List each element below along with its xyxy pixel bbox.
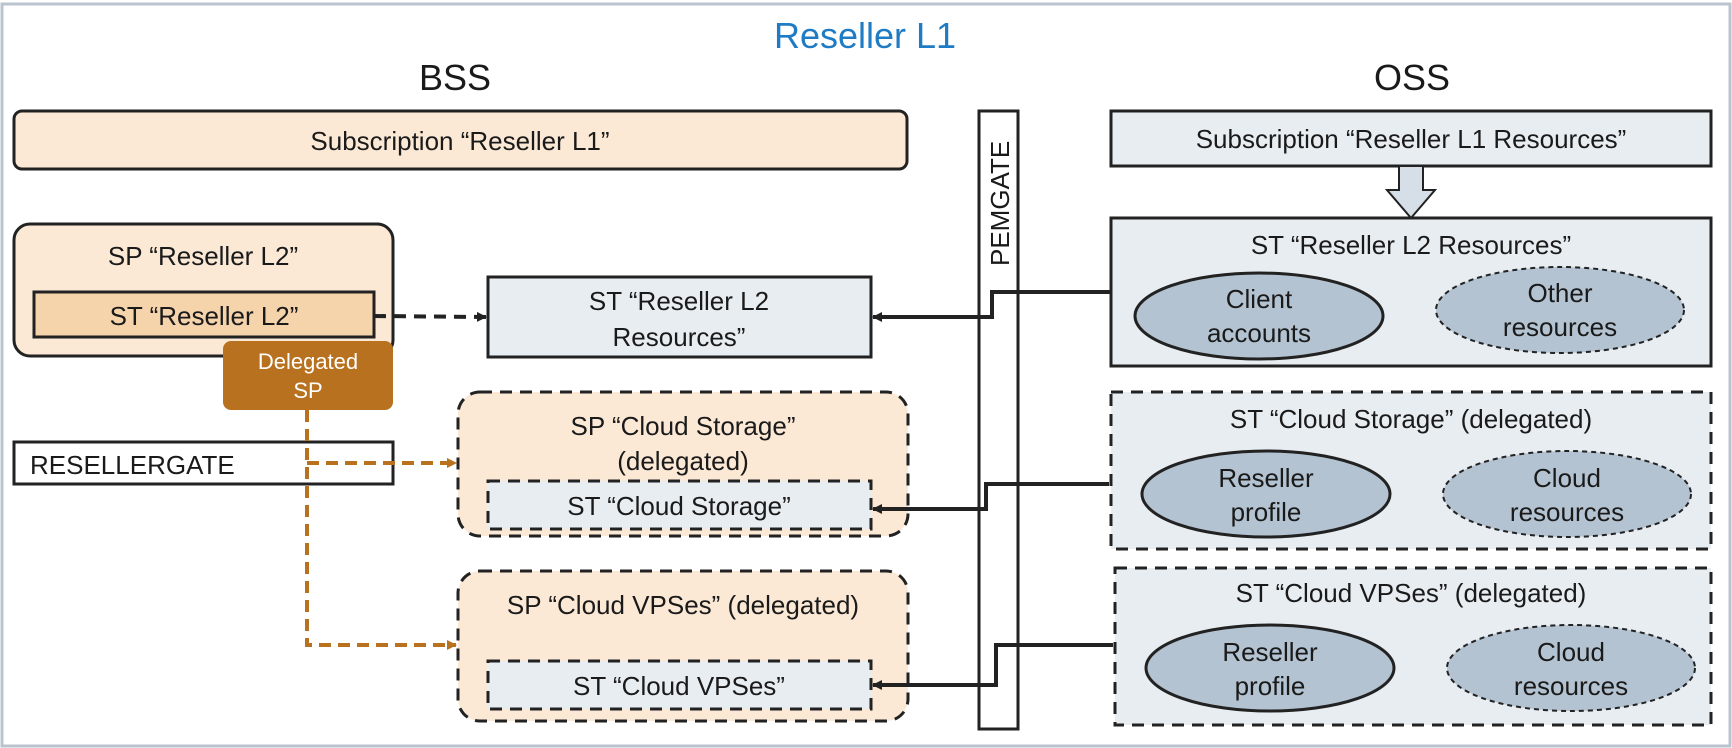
resellergate-label: RESELLERGATE	[30, 450, 235, 480]
bss-st-cloud-storage-label: ST “Cloud Storage”	[567, 491, 791, 521]
cloud-resources-2-line1: Cloud	[1537, 637, 1605, 667]
client-accounts-line1: Client	[1226, 284, 1293, 314]
oss-heading: OSS	[1374, 57, 1450, 98]
delegated-sp-line2: SP	[293, 378, 322, 403]
delegated-arrow-cloud-vpses	[305, 410, 457, 650]
oss-subscription-label: Subscription “Reseller L1 Resources”	[1196, 124, 1627, 154]
reseller-profile-oval-2: Reseller profile	[1144, 623, 1396, 713]
reseller-profile-oval-1: Reseller profile	[1140, 449, 1392, 539]
pemgate-bar: PEMGATE	[977, 109, 1020, 731]
other-resources-line2: resources	[1503, 312, 1617, 342]
oss-subscription-reseller-l1-resources: Subscription “Reseller L1 Resources”	[1109, 109, 1713, 168]
bss-st-reseller-l2-resources-line2: Resources”	[613, 322, 746, 352]
pemgate-label: PEMGATE	[985, 141, 1015, 266]
cloud-resources-oval-2: Cloud resources	[1446, 624, 1696, 712]
bss-subscription-reseller-l1: Subscription “Reseller L1”	[12, 109, 909, 171]
bss-subscription-label: Subscription “Reseller L1”	[310, 126, 609, 156]
delegated-sp-line1: Delegated	[258, 349, 358, 374]
oss-st-cloud-storage-label: ST “Cloud Storage” (delegated)	[1230, 404, 1592, 434]
connector-cloud-vpses	[872, 643, 1113, 690]
reseller-profile-1-line1: Reseller	[1218, 463, 1314, 493]
sp-reseller-l2-label: SP “Reseller L2”	[108, 241, 298, 271]
st-reseller-l2-label: ST “Reseller L2”	[110, 301, 299, 331]
cloud-resources-2-line2: resources	[1514, 671, 1628, 701]
sp-cloud-storage-line1: SP “Cloud Storage”	[571, 411, 796, 441]
client-accounts-line2: accounts	[1207, 318, 1311, 348]
delegated-sp-badge: Delegated SP	[223, 341, 393, 410]
st-reseller-l2: ST “Reseller L2”	[32, 290, 376, 339]
cloud-resources-1-line2: resources	[1510, 497, 1624, 527]
bss-st-reseller-l2-resources: ST “Reseller L2 Resources”	[486, 275, 873, 359]
cloud-resources-oval-1: Cloud resources	[1442, 450, 1692, 538]
oss-st-cloud-vpses-label: ST “Cloud VPSes” (delegated)	[1236, 578, 1587, 608]
sp-cloud-vpses-label: SP “Cloud VPSes” (delegated)	[507, 590, 859, 620]
bss-heading: BSS	[419, 57, 491, 98]
other-resources-oval: Other resources	[1435, 266, 1685, 354]
sp-cloud-storage-line2: (delegated)	[617, 446, 749, 476]
reseller-profile-1-line2: profile	[1231, 497, 1302, 527]
reseller-profile-2-line2: profile	[1235, 671, 1306, 701]
diagram-title: Reseller L1	[774, 15, 956, 56]
bss-st-cloud-storage: ST “Cloud Storage”	[486, 479, 873, 531]
bss-st-reseller-l2-resources-line1: ST “Reseller L2	[589, 286, 769, 316]
other-resources-line1: Other	[1527, 278, 1592, 308]
bss-st-cloud-vpses: ST “Cloud VPSes”	[486, 659, 873, 711]
connector-reseller-l2-resources	[872, 290, 1111, 322]
client-accounts-oval: Client accounts	[1133, 271, 1385, 361]
reseller-profile-2-line1: Reseller	[1222, 637, 1318, 667]
connector-cloud-storage	[872, 482, 1109, 514]
cloud-resources-1-line1: Cloud	[1533, 463, 1601, 493]
oss-st-reseller-l2-resources-label: ST “Reseller L2 Resources”	[1251, 230, 1571, 260]
subscription-down-arrow	[1384, 165, 1438, 220]
bss-st-cloud-vpses-label: ST “Cloud VPSes”	[573, 671, 785, 701]
